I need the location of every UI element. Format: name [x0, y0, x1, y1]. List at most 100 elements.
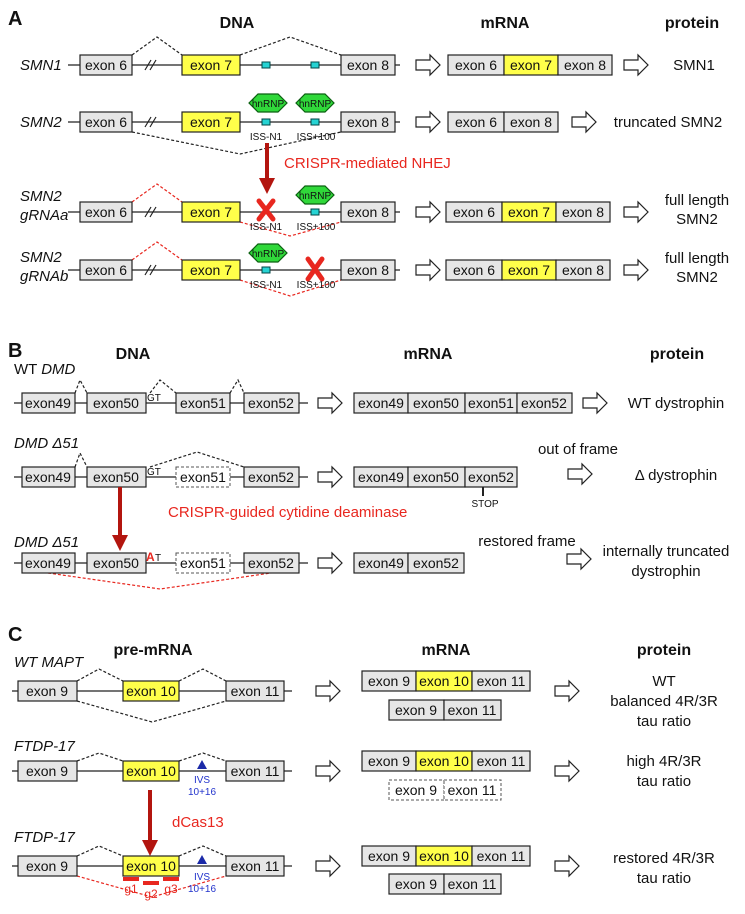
- ftdp17-restored-row: FTDP-17 exon 9 exon 10 g1 g2 g3 IVS 10+1…: [12, 829, 715, 901]
- exon-7-box: [181, 54, 241, 76]
- iss-n1-site: [261, 266, 271, 274]
- iss-n1-site: [261, 61, 271, 69]
- gene-label: WT MAPT: [14, 654, 85, 671]
- ivs-label: IVS: [194, 872, 210, 883]
- smn1-row: SMN1 exon 6 exon 7 exon 8 exon 6 exon 7 …: [20, 36, 715, 77]
- mrna-exon: [407, 552, 465, 574]
- method-label-a: CRISPR-mediated NHEJ: [284, 155, 451, 172]
- iss-n1-site: [261, 118, 271, 126]
- arrow-to-protein: [582, 391, 608, 415]
- protein-label: balanced 4R/3R: [610, 693, 718, 710]
- mrna-exon-label: exon 9: [368, 753, 410, 769]
- arrow-to-mrna: [317, 551, 343, 575]
- gt-label: GT: [147, 467, 161, 478]
- exon-8-box: [340, 201, 396, 223]
- arrow-to-protein: [567, 462, 593, 486]
- mrna-exon-label: exon 9: [368, 848, 410, 864]
- iss-n1-label: ISS-N1: [250, 222, 283, 233]
- mrna-exon-label: exon 8: [562, 204, 604, 220]
- exon-8-label: exon 8: [347, 204, 389, 220]
- arrow-to-protein: [623, 258, 649, 282]
- arrow-to-protein: [554, 854, 580, 878]
- exon-52-label: exon52: [248, 555, 294, 571]
- protein-label: SMN2: [676, 211, 718, 228]
- panel-c-mrna-header: mRNA: [422, 642, 471, 659]
- method-label-b: CRISPR-guided cytidine deaminase: [168, 504, 407, 521]
- exon-10-label: exon 10: [126, 683, 176, 699]
- protein-label: WT: [652, 673, 675, 690]
- mrna-exon-label: exon 11: [448, 702, 497, 718]
- break-mark: [144, 206, 152, 218]
- smn2-grnaa-row: SMN2 gRNAa exon 6 exon 7 hnRNP ISS-N1 IS…: [20, 183, 729, 237]
- arrow-to-mrna: [315, 759, 341, 783]
- splice-line: [76, 668, 124, 682]
- splice-line: [149, 451, 245, 468]
- protein-label: tau ratio: [637, 870, 691, 887]
- exon-49-label: exon49: [25, 555, 71, 571]
- panel-c-premrna-header: pre-mRNA: [113, 642, 193, 659]
- stop-label: STOP: [471, 499, 498, 510]
- gt-label: GT: [147, 393, 161, 404]
- arrow-to-mrna: [315, 854, 341, 878]
- arrow-to-mrna: [317, 391, 343, 415]
- exon-10-box: [122, 760, 180, 782]
- splice-line: [131, 183, 183, 203]
- panel-b: B DNA mRNA protein WT DMD exon49 exon50 …: [8, 340, 729, 590]
- guide-rna-bar: [123, 877, 139, 881]
- protein-label: restored 4R/3R: [613, 850, 715, 867]
- hnrnp-protein: [295, 185, 335, 205]
- hnrnp-protein: [248, 243, 288, 263]
- deletion-x-icon: [256, 198, 276, 222]
- exon-8-label: exon 8: [347, 57, 389, 73]
- skip-splice-line: [47, 572, 272, 590]
- gene-label: gRNAa: [20, 207, 68, 224]
- mrna-exon-8: [503, 111, 559, 133]
- ivs-label: IVS: [194, 775, 210, 786]
- exon-7-label: exon 7: [190, 262, 232, 278]
- hnrnp-label: hnRNP: [299, 99, 332, 110]
- protein-label: high 4R/3R: [626, 753, 701, 770]
- gene-label: gRNAb: [20, 268, 68, 285]
- protein-label: WT dystrophin: [628, 395, 724, 412]
- splice-line: [131, 241, 183, 261]
- splice-line: [76, 752, 124, 762]
- splice-line: [74, 451, 88, 468]
- exon-6-box: [79, 54, 133, 76]
- mrna-exon-label: exon 11: [448, 876, 497, 892]
- exon-6-box: [79, 111, 133, 133]
- exon-51-label: exon51: [180, 555, 226, 571]
- splice-line: [178, 845, 227, 857]
- exon-50-label: exon50: [93, 555, 139, 571]
- dmd-del51-row: DMD Δ51 exon49 exon50 GT exon51 exon52 e…: [14, 435, 717, 510]
- exon-50-box: [86, 466, 147, 488]
- exon-6-label: exon 6: [85, 114, 127, 130]
- gene-label: FTDP-17: [14, 738, 76, 755]
- break-mark: [149, 206, 157, 218]
- exon-11-box: [225, 680, 285, 702]
- mrna-exon-label: exon50: [413, 395, 459, 411]
- exon-10-box: [122, 680, 180, 702]
- arrow-to-mrna: [415, 53, 441, 77]
- skip-splice-line: [76, 700, 227, 723]
- mrna-exon: [471, 750, 531, 772]
- ivs-mutation-triangle: [197, 760, 207, 769]
- arrow-to-protein: [623, 53, 649, 77]
- ivs-label: 10+16: [188, 787, 217, 798]
- ivs-mutation-triangle: [197, 855, 207, 864]
- skip-splice-line: [76, 875, 227, 898]
- mrna-exon-label: exon 9: [395, 782, 437, 798]
- exon-6-label: exon 6: [85, 262, 127, 278]
- iss-100-label: ISS+100: [297, 222, 336, 233]
- mrna-exon-label: exon 9: [395, 876, 437, 892]
- splice-line: [239, 36, 342, 56]
- arrow-to-protein: [571, 110, 597, 134]
- exon-11-box: [225, 855, 285, 877]
- exon-52-box: [243, 466, 300, 488]
- break-mark: [144, 59, 152, 71]
- gene-label: FTDP-17: [14, 829, 76, 846]
- mrna-exon-8: [555, 201, 611, 223]
- exon-49-label: exon49: [25, 395, 71, 411]
- deleted-exon-51-box: [175, 466, 231, 488]
- splice-line: [178, 752, 227, 762]
- protein-label: tau ratio: [637, 713, 691, 730]
